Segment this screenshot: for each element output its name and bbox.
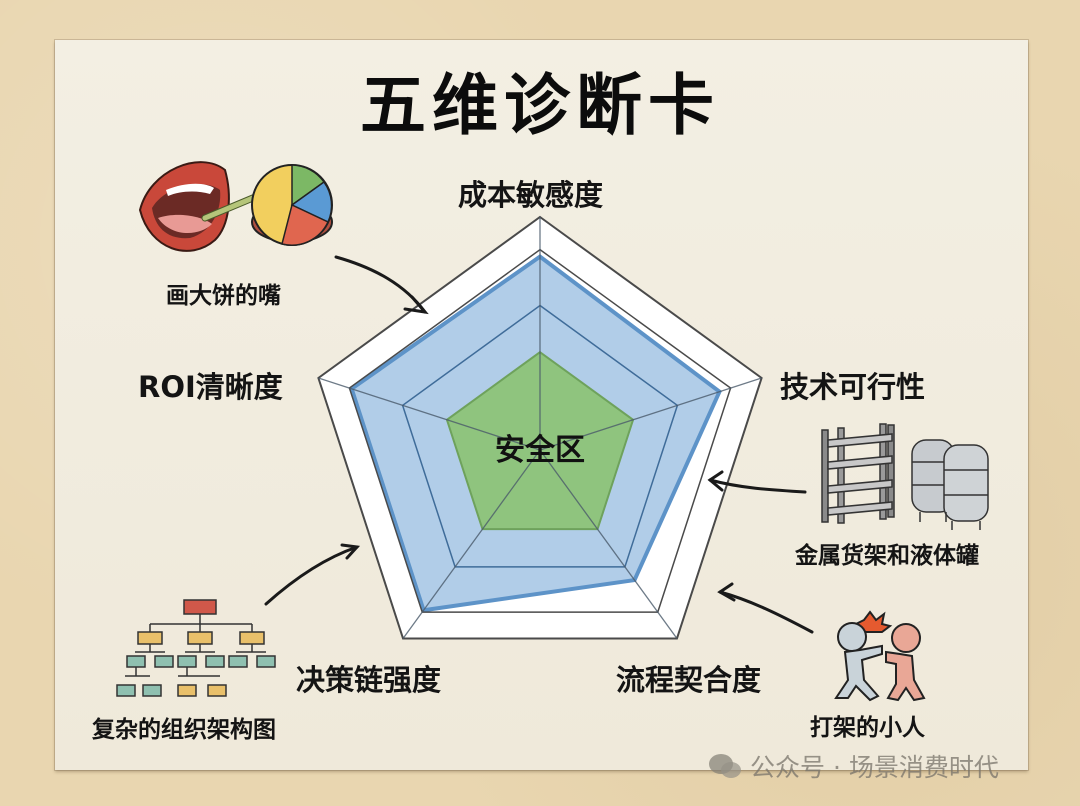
mouth-pie-illustration bbox=[138, 161, 333, 252]
arrow-shelf bbox=[708, 478, 807, 494]
arrows bbox=[264, 255, 814, 634]
caption-org-chart: 复杂的组织架构图 bbox=[92, 717, 276, 743]
arrow-head-icon bbox=[707, 470, 724, 492]
caption-shelf-tanks: 金属货架和液体罐 bbox=[795, 543, 979, 569]
watermark-text: 公众号 · 场景消费时代 bbox=[750, 753, 999, 782]
caption-mouth-pie: 画大饼的嘴 bbox=[166, 283, 281, 309]
arrow-fighters bbox=[718, 590, 814, 634]
caption-fighters: 打架的小人 bbox=[810, 715, 925, 741]
watermark: 公众号 · 场景消费时代 bbox=[708, 748, 999, 784]
arrow-head-icon bbox=[717, 582, 736, 602]
arrow-org bbox=[264, 545, 359, 606]
arrow-head-icon bbox=[340, 543, 361, 560]
org-chart-illustration bbox=[116, 599, 276, 697]
page-title: 五维诊断卡 bbox=[360, 67, 720, 144]
axis-label-cost: 成本敏感度 bbox=[458, 178, 604, 212]
axis-label-decision: 决策链强度 bbox=[296, 663, 442, 697]
axis-label-tech: 技术可行性 bbox=[780, 370, 926, 404]
axis-label-process: 流程契合度 bbox=[616, 663, 762, 697]
shelf-tanks-illustration bbox=[821, 423, 989, 530]
arrow-head-icon bbox=[403, 295, 429, 315]
axis-label-roi: ROI清晰度 bbox=[138, 370, 283, 404]
fighters-illustration bbox=[834, 610, 926, 702]
safe-zone-label: 安全区 bbox=[495, 433, 585, 468]
arrow-mouth bbox=[334, 255, 427, 314]
wechat-icon bbox=[709, 754, 741, 778]
radar-spokes bbox=[318, 217, 762, 639]
